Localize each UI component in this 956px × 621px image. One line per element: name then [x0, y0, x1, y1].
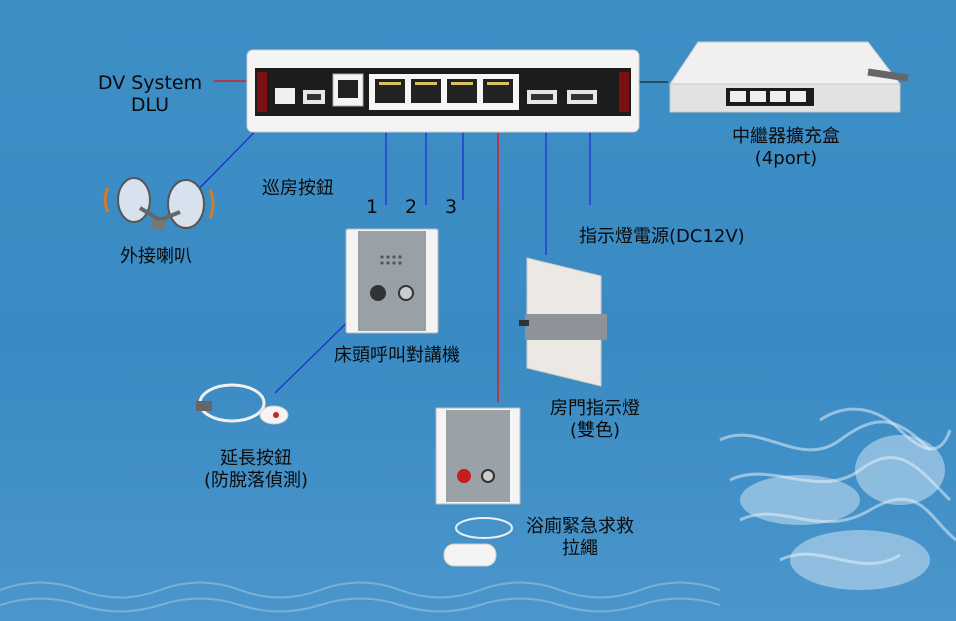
extension-button-label-line1: 延長按鈕	[220, 448, 292, 469]
bath-emergency-label-line1: 浴廁緊急求救	[526, 516, 634, 537]
dlu-label-line2: DLU	[130, 94, 170, 116]
bedside-intercom	[345, 228, 439, 334]
door-light-label-line2: (雙色)	[569, 420, 621, 441]
extension-button-label: 延長按鈕 (防脫落偵測)	[186, 448, 326, 492]
repeater-label-line1: 中繼器擴充盒	[732, 126, 840, 147]
port-1-label: 1	[366, 196, 379, 218]
extension-button-label-line2: (防脫落偵測)	[203, 470, 309, 491]
dlu-label: DV System DLU	[88, 72, 212, 116]
bed-intercom-label: 床頭呼叫對講機	[334, 345, 460, 366]
patrol-button-label: 巡房按鈕	[262, 178, 334, 199]
door-light-label-line1: 房門指示燈	[550, 398, 640, 419]
pull-cord	[443, 517, 513, 567]
speaker-label: 外接喇叭	[120, 246, 192, 267]
port-2-label: 2	[405, 196, 418, 218]
extension-button	[196, 383, 289, 425]
indicator-power-label: 指示燈電源(DC12V)	[579, 226, 745, 247]
dlu-unit	[246, 49, 640, 133]
port-3-label: 3	[445, 196, 458, 218]
door-light-label: 房門指示燈 (雙色)	[540, 398, 650, 442]
bathroom-emergency-unit	[435, 407, 521, 505]
repeater-label: 中繼器擴充盒 (4port)	[700, 126, 872, 170]
repeater-label-line2: (4port)	[754, 148, 818, 169]
dlu-label-line1: DV System	[97, 72, 203, 94]
repeater-box	[669, 41, 909, 113]
door-indicator-light	[519, 257, 607, 387]
bath-emergency-label: 浴廁緊急求救 拉繩	[510, 516, 650, 560]
external-speaker	[103, 177, 215, 230]
bath-emergency-label-line2: 拉繩	[562, 538, 598, 559]
